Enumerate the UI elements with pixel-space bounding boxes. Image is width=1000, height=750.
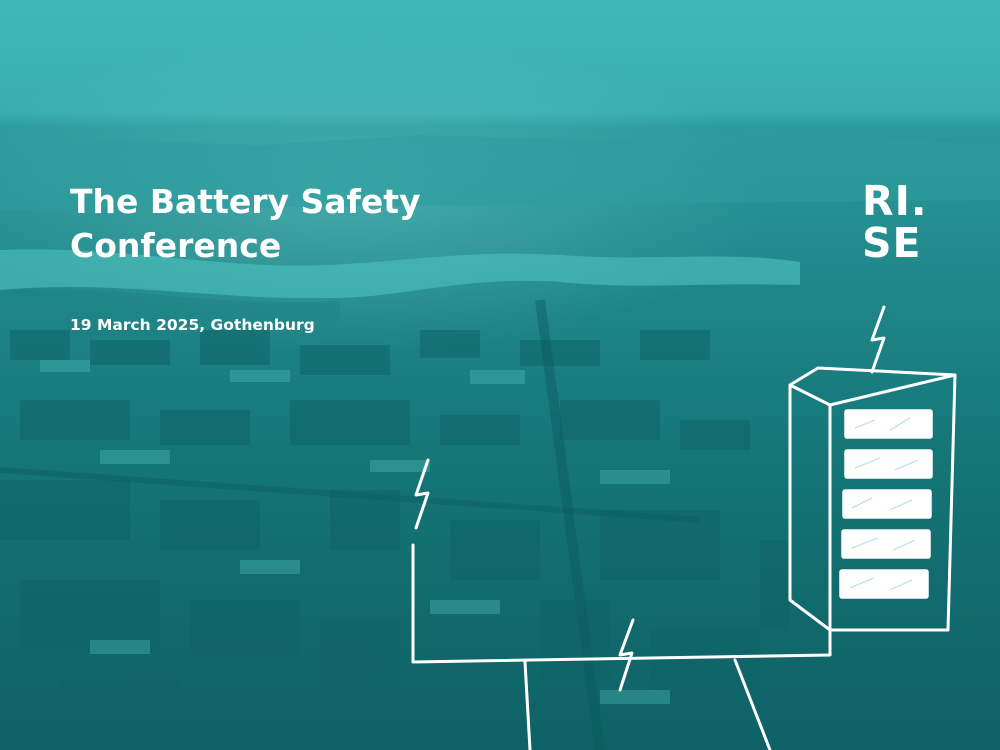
wire-left: [411, 543, 832, 664]
logo-line-2: SE: [862, 219, 922, 267]
rise-logo: RI. SE: [862, 180, 932, 264]
lightning-icon: [870, 305, 886, 374]
battery-cell: [844, 449, 933, 479]
wire-drop-2: [733, 658, 772, 750]
battery-cell: [839, 569, 929, 599]
battery-cell: [844, 409, 933, 439]
battery-cell: [841, 529, 931, 559]
lightning-icon: [618, 618, 635, 692]
lightning-icon: [414, 458, 430, 530]
battery-box: [788, 366, 957, 632]
wire-drop-1: [523, 660, 532, 750]
date-location: 19 March 2025, Gothenburg: [70, 316, 315, 334]
logo-line-1: RI.: [862, 177, 928, 225]
battery-cell: [842, 489, 932, 519]
conference-title: The Battery Safety Conference: [70, 182, 421, 265]
